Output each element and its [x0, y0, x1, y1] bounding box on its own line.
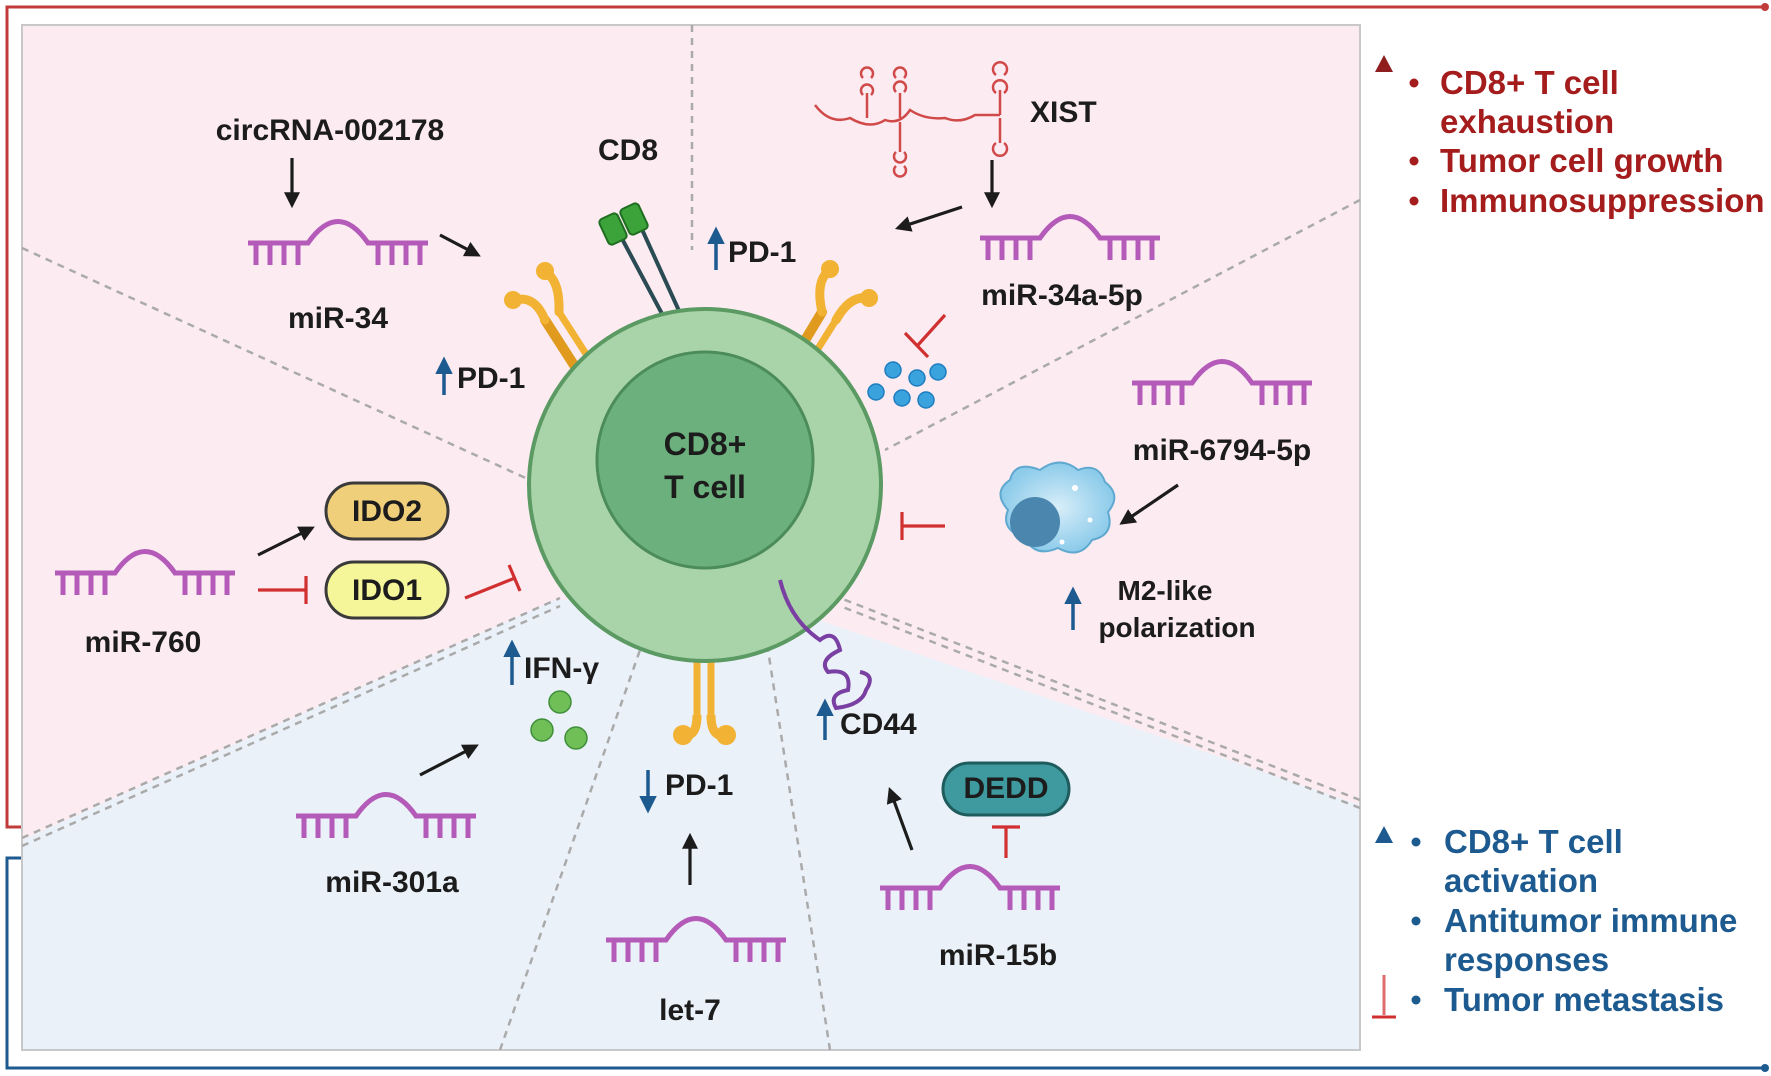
mirna-icon — [980, 214, 1160, 260]
inhibition-icon — [464, 564, 522, 600]
mir-34a-5p-label: miR-34a-5p — [981, 279, 1143, 312]
outcome-up-1-line2: exhaustion — [1440, 103, 1614, 140]
outcome-down-1-line1: CD8+ T cell — [1444, 823, 1623, 860]
outcome-up-2: Tumor cell growth — [1440, 142, 1724, 179]
pd1-label-left: PD-1 — [457, 362, 525, 395]
inhibition-icon — [903, 313, 947, 359]
outcome-down-3: Tumor metastasis — [1444, 981, 1724, 1018]
outcome-down-2-line1: Antitumor immune — [1444, 902, 1737, 939]
mir-760-label: miR-760 — [85, 626, 202, 659]
xist-label: XIST — [1030, 96, 1097, 129]
mirna-icon — [248, 219, 428, 265]
m2-label-line2: polarization — [1098, 612, 1255, 643]
cd8-label: CD8 — [598, 134, 658, 167]
outcomes-up: CD8+ T cell exhaustion Tumor cell growth… — [1375, 55, 1765, 235]
cell-label-line2: T cell — [664, 469, 746, 505]
inhibition-icon — [900, 512, 945, 540]
red-bracket — [5, 5, 1765, 829]
mirna-icon — [296, 792, 476, 838]
ido2-badge: IDO2 — [324, 481, 450, 541]
pd1-label-bottom: PD-1 — [665, 769, 733, 802]
circrna-label: circRNA-002178 — [216, 114, 444, 147]
ido1-badge: IDO1 — [324, 560, 450, 620]
sector-dividers — [21, 25, 1361, 1051]
macrophage-icon — [999, 461, 1116, 554]
dedd-badge: DEDD — [941, 761, 1071, 817]
let-7-label: let-7 — [659, 994, 721, 1027]
mir-34-label: miR-34 — [288, 302, 388, 335]
cytokine-dots-icon — [867, 361, 947, 409]
mirna-icon — [1132, 359, 1312, 405]
mir-301a-label: miR-301a — [325, 866, 459, 899]
mirna-icon — [606, 916, 786, 962]
outcome-down-2-line2: responses — [1444, 941, 1609, 978]
m2-label-line1: M2-like — [1118, 575, 1213, 606]
mirna-icon — [55, 549, 235, 595]
inhibition-icon — [992, 825, 1020, 858]
xist-rna-icon — [814, 61, 1009, 178]
outcome-up-1-line1: CD8+ T cell — [1440, 64, 1619, 101]
cd44-receptor — [778, 579, 872, 711]
ido2-label: IDO2 — [352, 495, 422, 528]
outcome-up-3: Immunosuppression — [1440, 182, 1765, 219]
cell-label-line1: CD8+ — [664, 426, 747, 462]
ido1-label: IDO1 — [352, 574, 422, 607]
dedd-label: DEDD — [963, 772, 1048, 805]
mirna-icon — [880, 864, 1060, 910]
mir-15b-label: miR-15b — [939, 939, 1057, 972]
cd44-label: CD44 — [840, 708, 917, 741]
blue-bracket — [5, 856, 1765, 1070]
cd8-t-cell: CD8+ T cell — [527, 307, 883, 663]
outcomes-down: CD8+ T cell activation Antitumor immune … — [1372, 823, 1737, 1019]
inhibition-icon — [258, 576, 308, 604]
ifn-gamma-label: IFN-γ — [524, 652, 599, 685]
outcome-down-1-line2: activation — [1444, 862, 1598, 899]
pd1-label-right: PD-1 — [728, 236, 796, 269]
cytokine-dots-icon — [530, 690, 588, 750]
mir-6794-5p-label: miR-6794-5p — [1133, 434, 1311, 467]
